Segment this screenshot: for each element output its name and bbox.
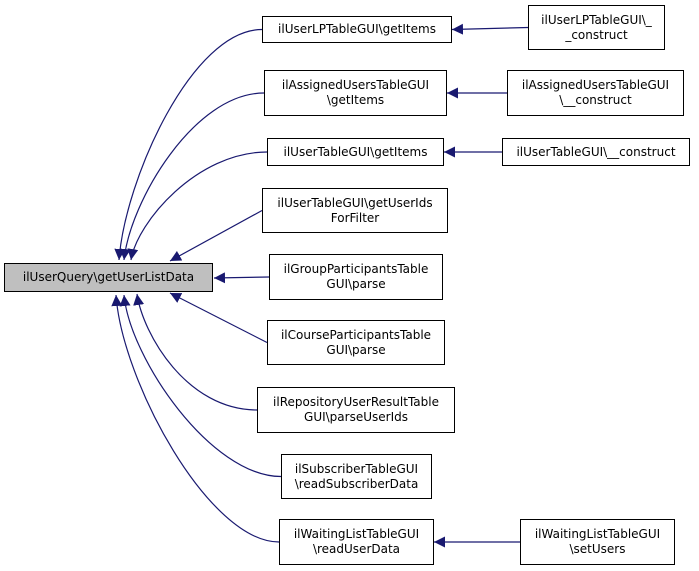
- caller-node-assignedusers-getitems[interactable]: ilAssignedUsersTableGUI \getItems: [264, 70, 447, 116]
- caller-node-repositoryuserresult-parseuserids[interactable]: ilRepositoryUserResultTable GUI\parseUse…: [257, 387, 455, 433]
- edge-waiting-read-to-root: [111, 294, 280, 543]
- caller-node-userlp-getitems[interactable]: ilUserLPTableGUI\getItems: [262, 16, 452, 43]
- edge-group-parse-to-root: [213, 272, 270, 284]
- caller-node-usertable-getitems[interactable]: ilUserTableGUI\getItems: [267, 138, 444, 166]
- caller-node-waitinglist-readuserdata[interactable]: ilWaitingListTableGUI \readUserData: [279, 519, 434, 565]
- edge-lp-getitems-to-root: [114, 28, 263, 261]
- edge-repo-parse-to-root: [133, 293, 258, 411]
- caller-node-waitinglist-setusers[interactable]: ilWaitingListTableGUI \setUsers: [520, 519, 675, 565]
- caller-node-subscribertable-readsubscriberdata[interactable]: ilSubscriberTableGUI \readSubscriberData: [281, 454, 432, 499]
- edge-user-getitems-to-root: [127, 151, 268, 261]
- caller-node-groupparticipants-parse[interactable]: ilGroupParticipantsTable GUI\parse: [269, 254, 443, 300]
- caller-node-userlp-construct[interactable]: ilUserLPTableGUI\_ _construct: [528, 5, 665, 50]
- root-function-node: ilUserQuery\getUserListData: [4, 263, 213, 292]
- caller-node-usertable-construct[interactable]: ilUserTableGUI\__construct: [502, 138, 690, 166]
- edge-course-parse-to-root: [169, 292, 268, 344]
- caller-node-usertable-getuseridsforfilter[interactable]: ilUserTableGUI\getUserIds ForFilter: [262, 188, 448, 233]
- caller-node-assignedusers-construct[interactable]: ilAssignedUsersTableGUI \__construct: [507, 70, 684, 116]
- edge-subscriber-read-to-root: [119, 294, 282, 478]
- edge-lp-construct-to-lp-getitems: [451, 23, 529, 35]
- edge-assigned-getitems-to-root: [119, 92, 265, 261]
- caller-node-courseparticipants-parse[interactable]: ilCourseParticipantsTable GUI\parse: [267, 320, 445, 365]
- edge-user-getuserids-to-root: [169, 209, 263, 262]
